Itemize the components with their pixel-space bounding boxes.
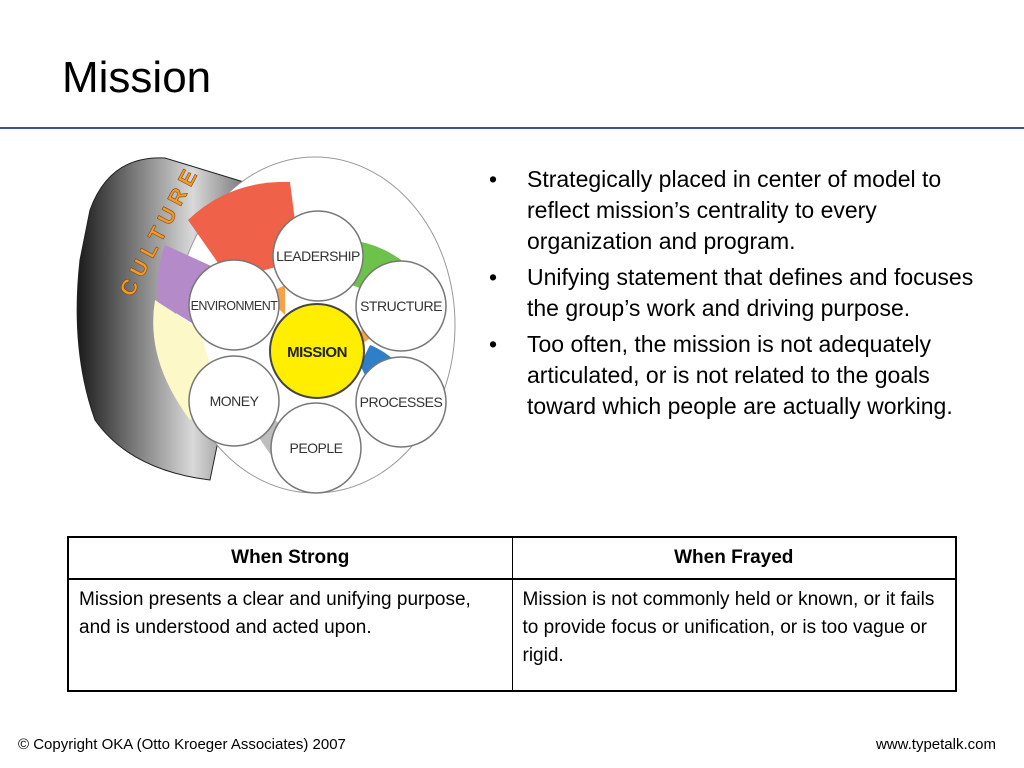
- svg-text:MISSION: MISSION: [287, 344, 347, 361]
- bullet-symbol: •: [489, 166, 498, 192]
- circle-processes: PROCESSES: [355, 356, 447, 448]
- circle-money: MONEY: [188, 355, 280, 447]
- bullet-text: Strategically placed in center of model …: [527, 166, 942, 254]
- footer-url[interactable]: www.typetalk.com: [875, 736, 996, 753]
- bullet-list: • Strategically placed in center of mode…: [487, 164, 987, 427]
- bullet-item: • Too often, the mission is not adequate…: [487, 329, 987, 422]
- footer-copyright: © Copyright OKA (Otto Kroeger Associates…: [18, 736, 346, 753]
- bullet-symbol: •: [489, 331, 498, 357]
- svg-text:MONEY: MONEY: [210, 393, 260, 409]
- cell-when-frayed: Mission is not commonly held or known, o…: [511, 578, 957, 692]
- svg-text:STRUCTURE: STRUCTURE: [360, 298, 442, 314]
- bullet-item: • Unifying statement that defines and fo…: [487, 262, 987, 324]
- circle-leadership: LEADERSHIP: [272, 210, 364, 302]
- header-when-frayed: When Frayed: [511, 536, 957, 580]
- table-header-row: When Strong When Frayed: [67, 536, 957, 580]
- slide-title: Mission: [62, 53, 212, 102]
- svg-text:LEADERSHIP: LEADERSHIP: [276, 248, 360, 264]
- circle-environment: ENVIRONMENT: [188, 259, 280, 351]
- bullet-text: Too often, the mission is not adequately…: [527, 331, 953, 419]
- title-divider: [0, 127, 1024, 129]
- circle-structure: STRUCTURE: [355, 260, 447, 352]
- wedge-red: [188, 181, 300, 280]
- svg-text:ENVIRONMENT: ENVIRONMENT: [191, 299, 279, 313]
- cell-when-strong: Mission presents a clear and unifying pu…: [67, 578, 513, 692]
- bullet-item: • Strategically placed in center of mode…: [487, 164, 987, 257]
- bullet-symbol: •: [489, 264, 498, 290]
- bullet-text: Unifying statement that defines and focu…: [527, 264, 974, 321]
- header-when-strong: When Strong: [67, 536, 513, 580]
- circle-mission: MISSION: [269, 303, 365, 399]
- culture-mission-diagram: CULTURE LEADERSHIP STRUCTURE PROCESSES P…: [76, 156, 456, 494]
- svg-text:PROCESSES: PROCESSES: [360, 394, 443, 410]
- strong-frayed-table: When Strong When Frayed Mission presents…: [67, 536, 957, 692]
- svg-text:PEOPLE: PEOPLE: [289, 440, 342, 456]
- circle-people: PEOPLE: [270, 402, 362, 494]
- table-row: Mission presents a clear and unifying pu…: [67, 578, 957, 692]
